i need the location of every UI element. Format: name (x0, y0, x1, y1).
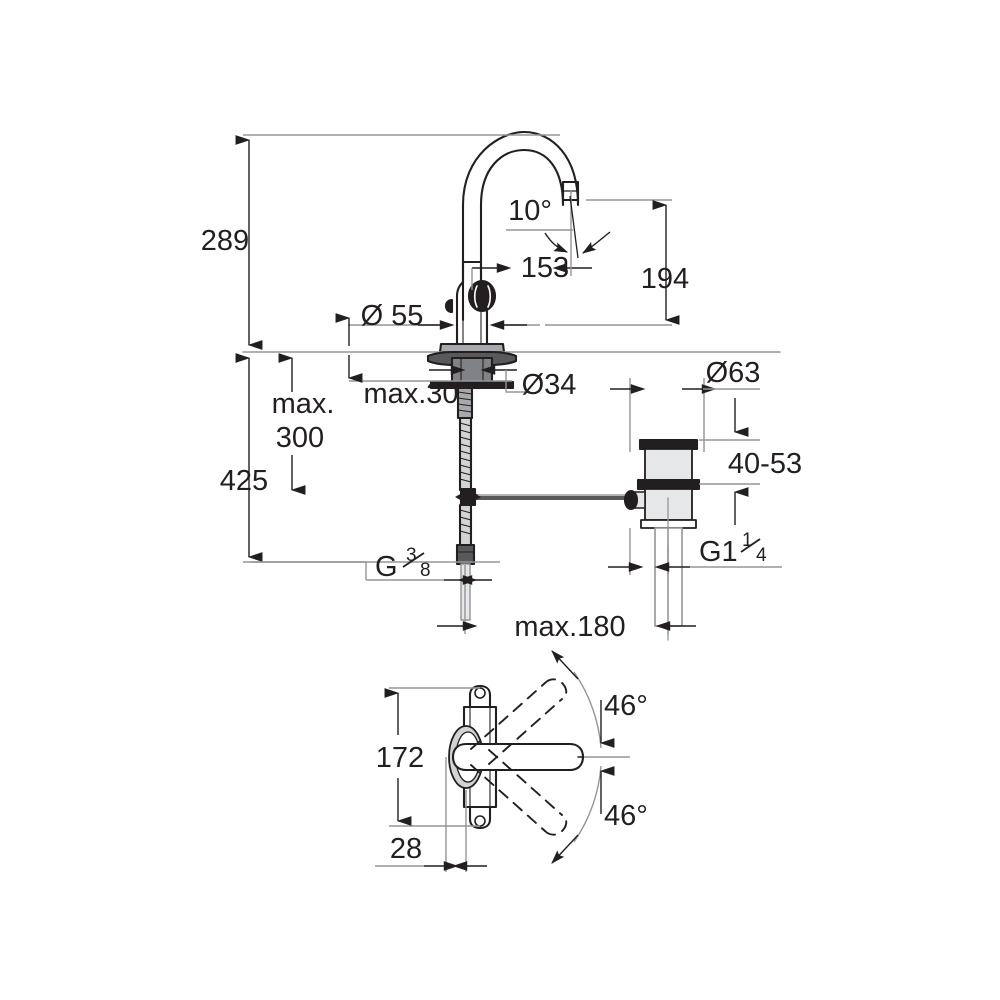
dim-text-40-53: 40-53 (728, 448, 802, 480)
dim-text-46-upper: 46° (604, 690, 648, 722)
dim-text-max180: max.180 (514, 611, 625, 643)
body-side-nub (444, 298, 454, 314)
supply-connector-nut (455, 543, 476, 566)
fraction-bar-3-8 (402, 552, 425, 568)
lever-handle-highlight (473, 285, 478, 308)
lift-rod-clamp-right-arrow (474, 493, 481, 501)
spout-outlet (561, 180, 580, 202)
supply-hose-braid-upper (459, 422, 472, 483)
dim-text-G-num: 3 (406, 545, 417, 566)
waste-upper-sleeve (644, 448, 693, 481)
dim-text-300: 300 (276, 422, 324, 454)
fraction-bar-1-4 (740, 538, 761, 553)
dim-d34 (429, 365, 530, 393)
dim-text-289: 289 (201, 225, 249, 257)
dim-text-max-word: max. (272, 388, 335, 420)
supply-hose-braid-lower (459, 509, 472, 535)
dim-text-194: 194 (641, 263, 689, 295)
dim-text-10deg: 10° (508, 195, 552, 227)
dim-10deg (506, 195, 611, 259)
mount-washer-lower (429, 380, 515, 390)
dim-46-upper (551, 650, 615, 749)
shank-thread-hatch (457, 391, 473, 413)
dim-text-153: 153 (521, 252, 569, 284)
dim-text-d34: Ø34 (522, 369, 577, 401)
dim-G3-8 (250, 561, 492, 585)
dim-text-G-den: 8 (420, 560, 431, 581)
lift-rod-clamp-left-arrow (455, 493, 462, 501)
waste-flange-cap (638, 438, 699, 451)
lever-handle-highlight2 (487, 285, 492, 308)
dim-text-G1-den: 4 (756, 545, 767, 566)
dim-text-G1-num: 1 (742, 530, 753, 551)
plan-dimension-lines (375, 650, 630, 872)
waste-collar (636, 478, 701, 491)
lever-handle-side (467, 279, 497, 313)
elevation-dimension-text: 289 425 max. 300 max.30 Ø 55 Ø34 153 194… (201, 195, 802, 643)
dim-text-G: G (375, 551, 398, 583)
dim-40-53 (699, 398, 760, 525)
dim-text-425: 425 (220, 465, 268, 497)
plan-lever-arm (451, 742, 585, 772)
dim-text-172: 172 (376, 742, 424, 774)
dim-text-G1: G1 (699, 536, 738, 568)
plan-bottom-screw (474, 815, 486, 827)
spout-inner-curve (479, 148, 565, 292)
dim-text-d63: Ø63 (706, 357, 761, 389)
dim-text-G3-8: G 3 8 (375, 545, 431, 583)
plan-view (448, 678, 585, 836)
dim-text-28: 28 (390, 833, 422, 865)
elevation-dimension-lines (235, 134, 782, 634)
base-flange (438, 342, 506, 354)
lift-rod-clamp (459, 487, 477, 507)
dim-text-d55: Ø 55 (361, 300, 424, 332)
dim-text-46-lower: 46° (604, 800, 648, 832)
waste-inlet-cap (623, 489, 639, 511)
plan-lever-swing-up (470, 678, 568, 765)
plan-lever-swing-down (470, 749, 568, 836)
plan-top-screw (474, 687, 486, 699)
spout-outer-curve (461, 130, 580, 322)
dim-text-max30: max.30 (363, 378, 458, 410)
dim-46-lower (551, 765, 615, 864)
plan-dimension-text: 172 28 46° 46° (376, 690, 648, 865)
dim-text-G1-4: G1 1 4 (699, 530, 767, 568)
